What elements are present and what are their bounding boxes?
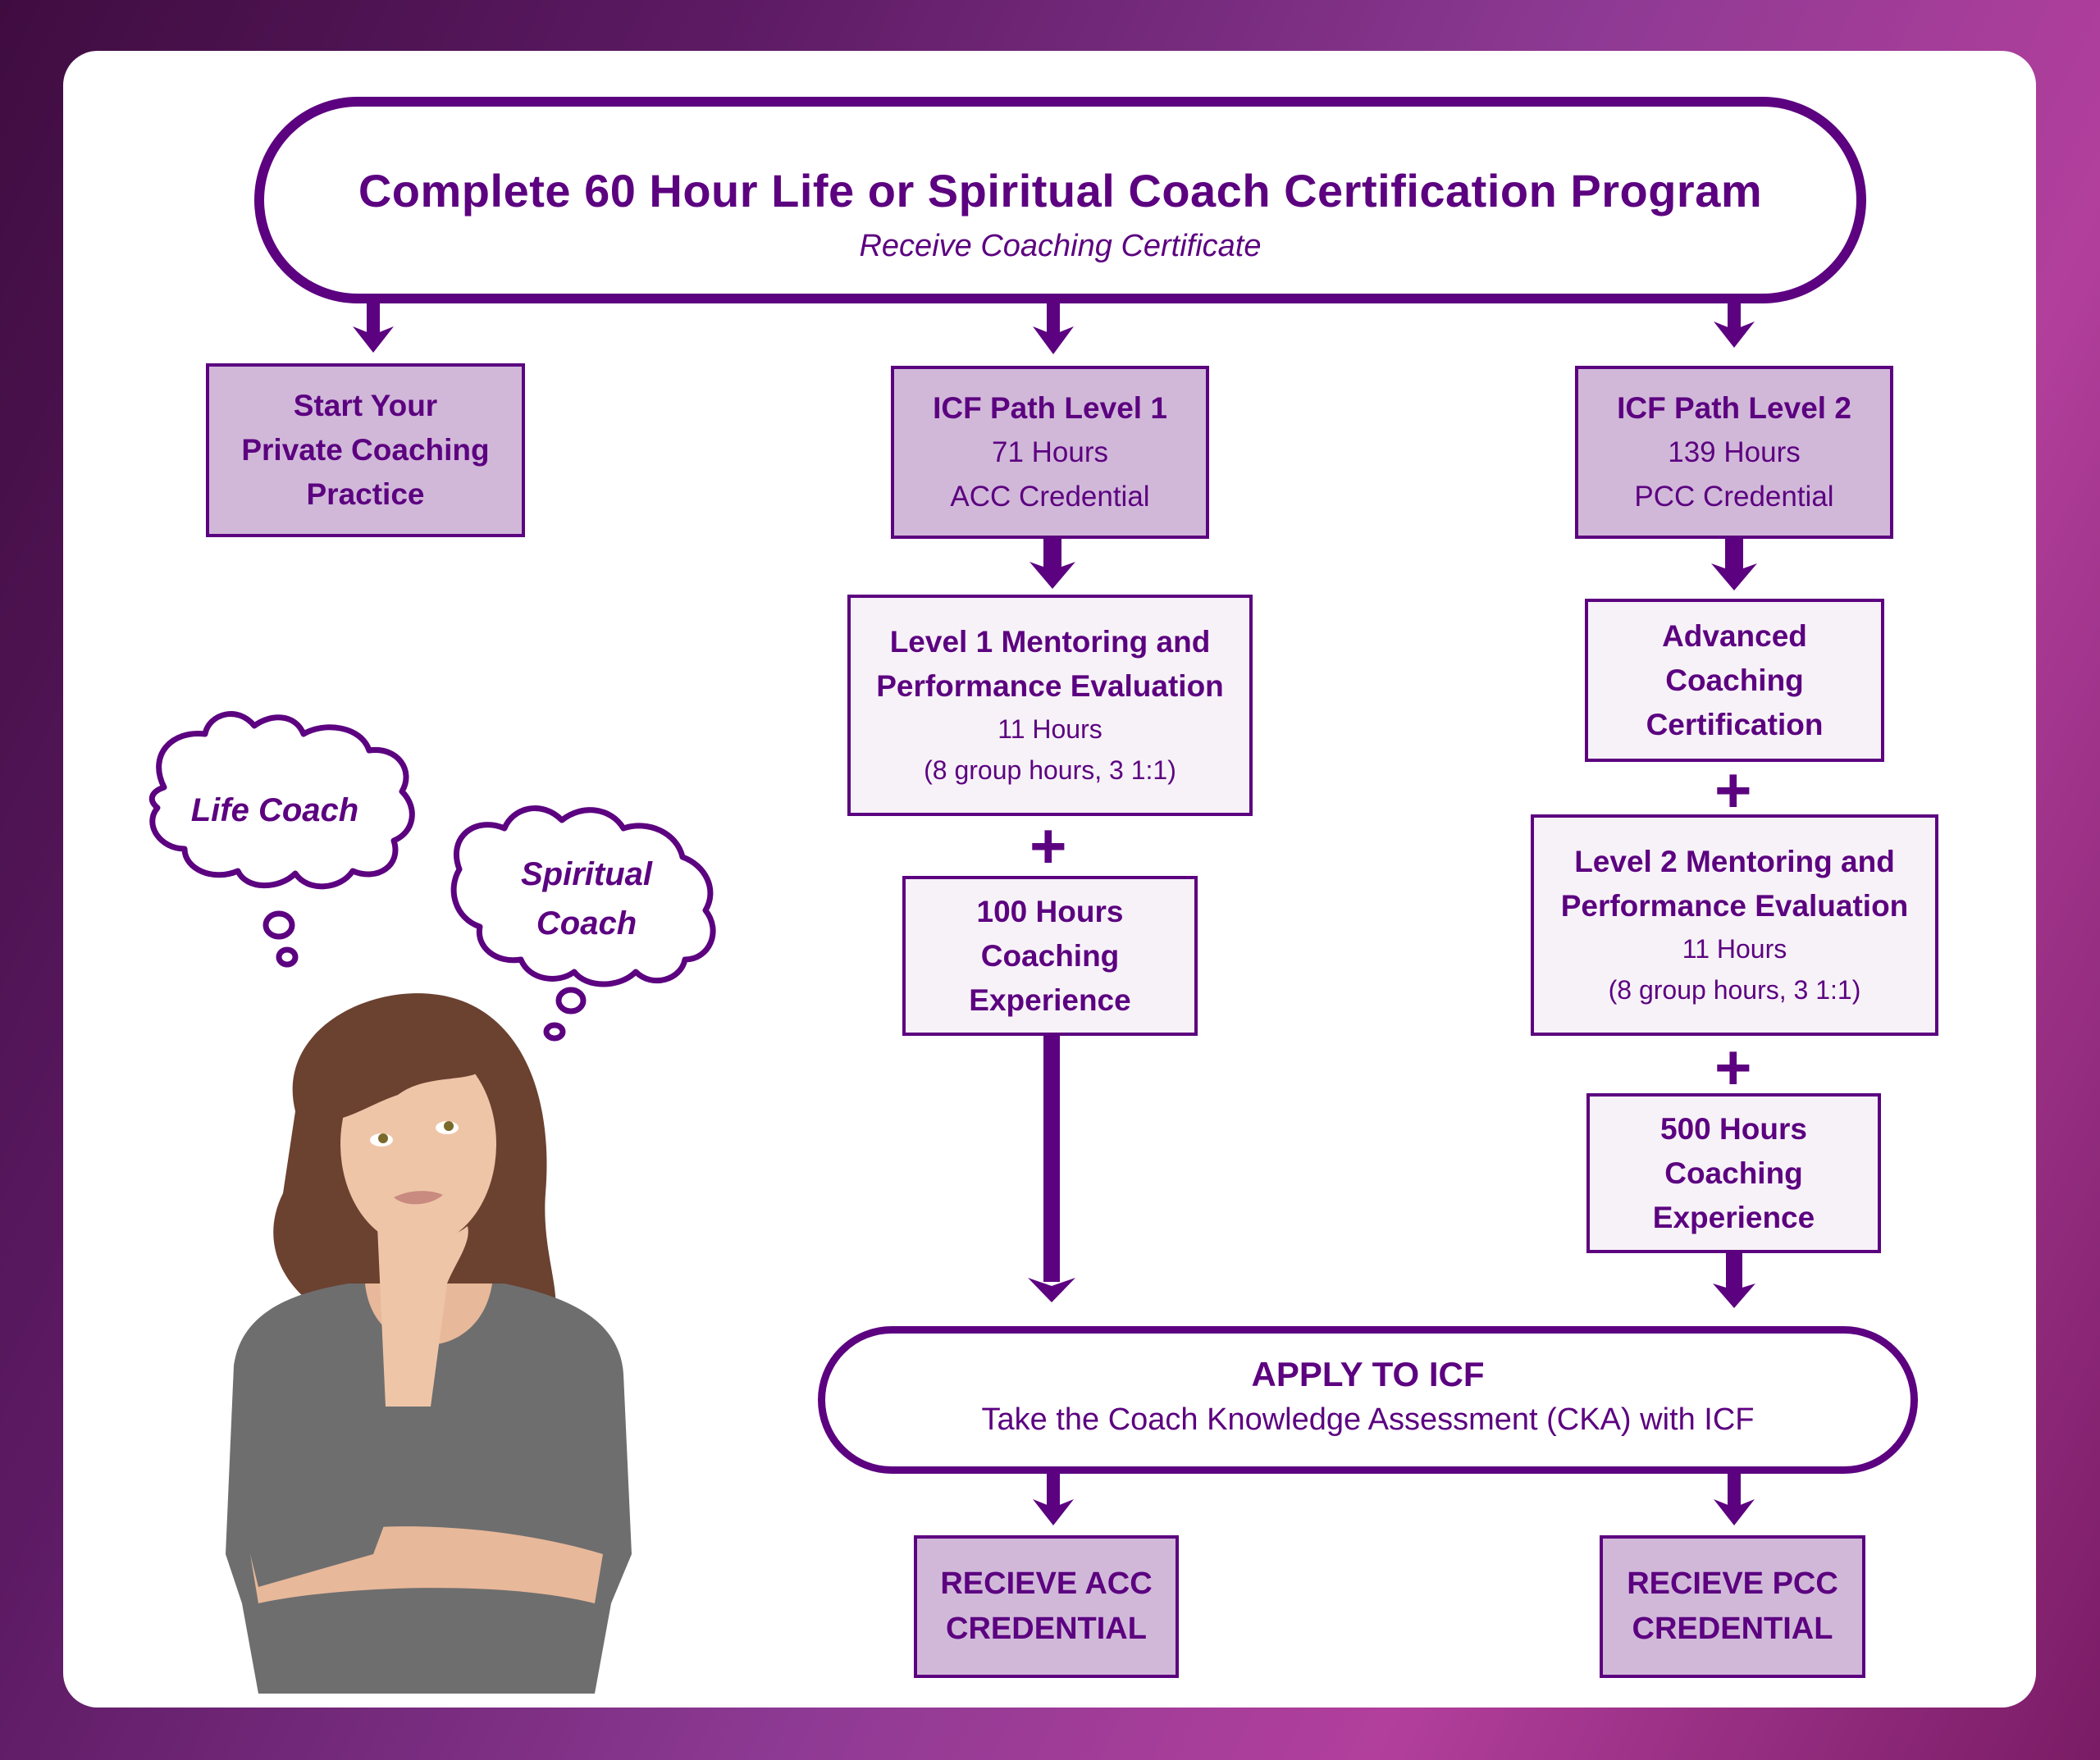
icf-level2-box: ICF Path Level 2 139 Hours PCC Credentia… xyxy=(1575,366,1893,539)
life-coach-text: Life Coach xyxy=(190,792,359,828)
level1-experience-line-1: 100 Hours xyxy=(976,894,1124,928)
program-subtitle: Receive Coaching Certificate xyxy=(859,229,1262,263)
private-practice-line-1: Start Your xyxy=(293,389,438,422)
plus-icon: + xyxy=(1714,754,1752,826)
private-practice-line-2: Private Coaching xyxy=(241,433,490,467)
apply-title: APPLY TO ICF xyxy=(1251,1355,1485,1393)
advanced-line-1: Advanced xyxy=(1662,618,1807,653)
level2-mentoring-hours: 11 Hours xyxy=(1682,934,1787,964)
receive-acc-line-1: RECIEVE ACC xyxy=(940,1566,1153,1601)
level1-mentoring-hours: 11 Hours xyxy=(998,714,1102,744)
private-practice-box: Start Your Private Coaching Practice xyxy=(206,363,525,537)
icf-level1-hours: 71 Hours xyxy=(991,435,1109,468)
level2-mentoring-detail: (8 group hours, 3 1:1) xyxy=(1608,975,1861,1005)
level2-mentoring-title-2: Performance Evaluation xyxy=(1560,889,1909,923)
receive-pcc-line-2: CREDENTIAL xyxy=(1632,1612,1833,1646)
level2-experience-line-2: Coaching xyxy=(1664,1156,1803,1190)
advanced-line-3: Certification xyxy=(1646,707,1824,741)
icf-level2-title: ICF Path Level 2 xyxy=(1617,390,1851,425)
receive-acc-box: RECIEVE ACC CREDENTIAL xyxy=(914,1535,1179,1678)
private-practice-line-3: Practice xyxy=(306,477,425,511)
level1-experience-line-2: Coaching xyxy=(980,938,1120,973)
level1-mentoring-detail: (8 group hours, 3 1:1) xyxy=(924,755,1176,785)
level2-mentoring-box: Level 2 Mentoring and Performance Evalua… xyxy=(1531,814,1938,1036)
plus-icon: + xyxy=(1029,809,1067,882)
icf-level1-title: ICF Path Level 1 xyxy=(933,390,1167,425)
receive-pcc-box: RECIEVE PCC CREDENTIAL xyxy=(1600,1535,1865,1678)
receive-pcc-line-1: RECIEVE PCC xyxy=(1627,1566,1838,1601)
advanced-certification-box: Advanced Coaching Certification xyxy=(1585,599,1884,762)
level2-experience-line-3: Experience xyxy=(1652,1200,1815,1234)
level1-mentoring-title-1: Level 1 Mentoring and xyxy=(889,625,1211,659)
life-coach-label: Life Coach xyxy=(168,786,381,835)
apply-subtitle: Take the Coach Knowledge Assessment (CKA… xyxy=(981,1402,1755,1437)
icf-level2-hours: 139 Hours xyxy=(1668,435,1801,468)
level2-experience-box: 500 Hours Coaching Experience xyxy=(1586,1093,1881,1253)
receive-acc-line-2: CREDENTIAL xyxy=(946,1612,1147,1646)
spiritual-coach-label: Spiritual Coach xyxy=(484,850,689,948)
icf-level2-credential: PCC Credential xyxy=(1634,480,1834,513)
level2-mentoring-title-1: Level 2 Mentoring and xyxy=(1574,845,1895,878)
icf-level1-box: ICF Path Level 1 71 Hours ACC Credential xyxy=(891,366,1209,539)
apply-to-icf-pill: APPLY TO ICF Take the Coach Knowledge As… xyxy=(818,1326,1918,1474)
thinking-woman-photo xyxy=(226,993,632,1694)
advanced-line-2: Coaching xyxy=(1665,663,1804,697)
program-title: Complete 60 Hour Life or Spiritual Coach… xyxy=(358,165,1763,217)
level1-experience-line-3: Experience xyxy=(969,983,1131,1017)
level1-mentoring-box: Level 1 Mentoring and Performance Evalua… xyxy=(847,595,1253,816)
coach-text: Coach xyxy=(536,905,637,942)
program-header-pill: Complete 60 Hour Life or Spiritual Coach… xyxy=(254,97,1866,303)
level1-mentoring-title-2: Performance Evaluation xyxy=(876,669,1224,703)
icf-level1-credential: ACC Credential xyxy=(950,480,1150,513)
spiritual-text: Spiritual xyxy=(520,856,653,892)
level2-experience-line-1: 500 Hours xyxy=(1660,1111,1807,1146)
plus-icon: + xyxy=(1714,1031,1752,1103)
level1-experience-box: 100 Hours Coaching Experience xyxy=(902,876,1198,1036)
